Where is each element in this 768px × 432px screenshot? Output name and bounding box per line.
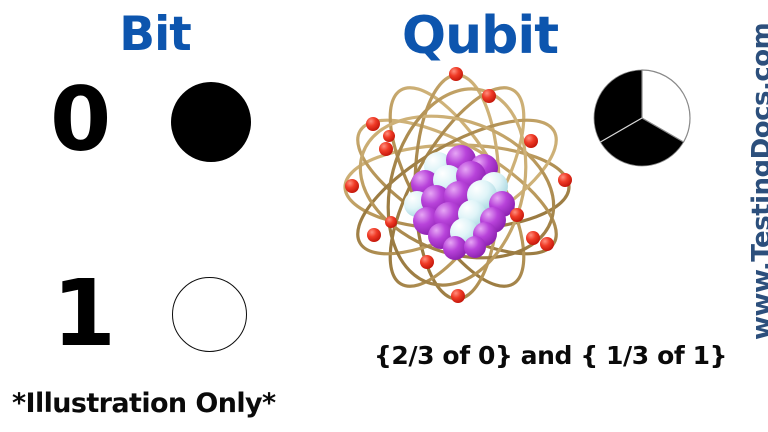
illustration-only-note: *Illustration Only* xyxy=(12,388,276,419)
bit-state-zero-digit: 0 xyxy=(50,68,112,171)
qubit-superposition-caption: {2/3 of 0} and { 1/3 of 1} xyxy=(374,341,728,370)
atom-icon xyxy=(337,62,577,310)
page-title-bit: Bit xyxy=(119,7,191,62)
watermark-url: www.TestingDocs.com xyxy=(747,22,768,340)
empty-circle-icon xyxy=(172,277,247,352)
filled-circle-icon xyxy=(171,82,251,162)
bit-state-one-digit: 1 xyxy=(52,260,117,367)
page-title-qubit: Qubit xyxy=(401,6,559,66)
pie-slice-divider xyxy=(600,117,643,143)
pie-slice-white xyxy=(641,69,691,143)
probability-pie-chart xyxy=(592,68,692,168)
